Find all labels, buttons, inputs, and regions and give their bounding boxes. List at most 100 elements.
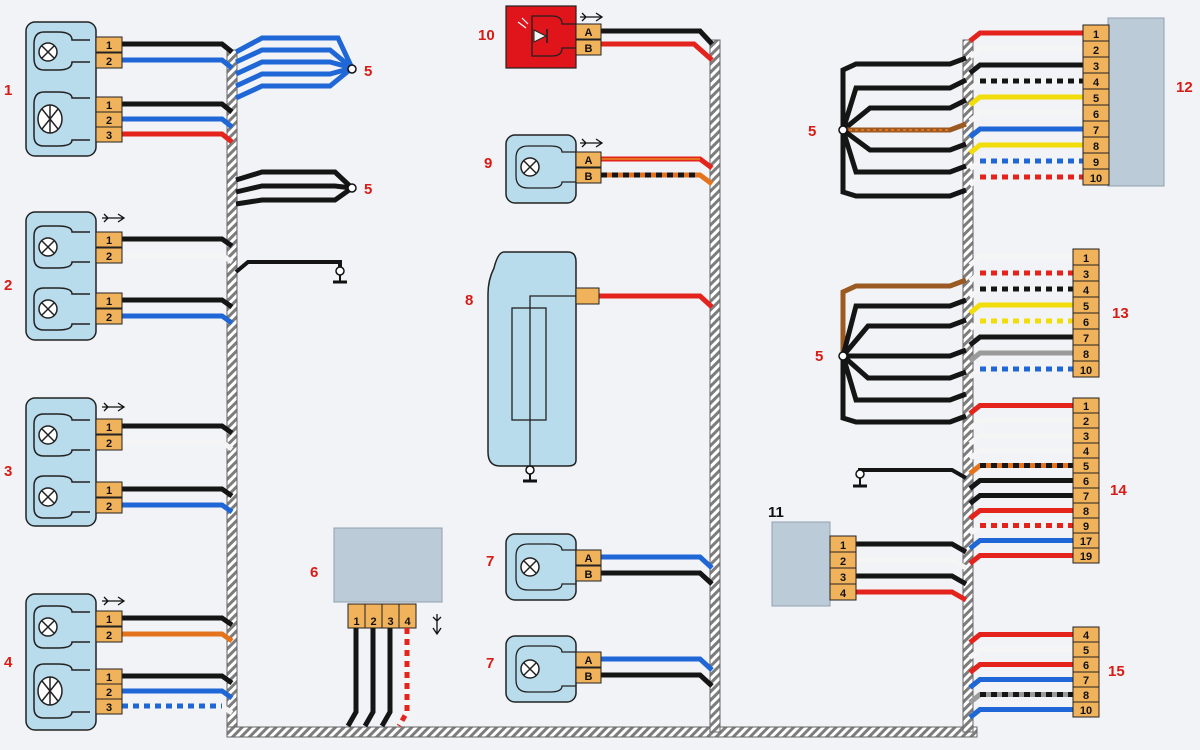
pin-label: 8 [1093, 141, 1099, 153]
pin-label: 2 [106, 312, 112, 324]
pin-label: 6 [1083, 660, 1089, 672]
connector-pin: 1 [95, 481, 123, 498]
pin-label: A [585, 655, 593, 667]
connector-pin: 1 [95, 610, 123, 627]
pin-label: 1 [1083, 401, 1089, 413]
module-6 [333, 527, 443, 603]
pin-label: A [585, 155, 593, 167]
splice-fan-second [235, 169, 354, 207]
pin-label: 1 [106, 296, 112, 308]
connector-pin: 2 [95, 626, 123, 643]
plug-arrow-icon [580, 12, 604, 22]
lamp-icon [38, 42, 58, 62]
label-2: 2 [4, 277, 12, 294]
pin-label: 1 [106, 100, 112, 112]
label-7a: 7 [486, 553, 494, 570]
pin-label: 3 [1083, 269, 1089, 281]
pin-label: 1 [106, 235, 112, 247]
pin-label: 4 [1083, 446, 1090, 458]
pin-label: A [585, 27, 593, 39]
module-11 [771, 521, 831, 607]
connector-pin: 4 [829, 583, 857, 601]
pin-label: 2 [106, 687, 112, 699]
pin-label: 2 [840, 556, 846, 568]
connector-pin: 2 [95, 497, 123, 514]
pin-label: 2 [1093, 45, 1099, 57]
device-7-lamp-a [505, 533, 577, 601]
pin-label: 4 [840, 588, 847, 600]
module-12 [1107, 17, 1165, 187]
component-labels: 1 2 3 4 5 5 5 5 6 7 7 8 9 10 11 12 13 14… [4, 27, 1193, 680]
pin-label: 8 [1083, 506, 1089, 518]
connector-pin: 1 [829, 535, 857, 553]
lamp-icon [38, 425, 58, 445]
pin-label: 3 [840, 572, 846, 584]
pin-label: 7 [1083, 333, 1089, 345]
ground-icon [853, 469, 867, 488]
pin-label: 6 [1083, 476, 1089, 488]
pin-label: 3 [387, 616, 393, 628]
device-2-lamps [25, 211, 97, 341]
pin-label: 1 [840, 540, 846, 552]
label-5-second: 5 [364, 181, 372, 198]
connector-pin-b: B [575, 565, 602, 582]
splice-icon [838, 125, 848, 135]
connector-pin: 3 [1082, 56, 1110, 74]
pin-label: 2 [106, 251, 112, 263]
connector-pin: 6 [1082, 104, 1110, 122]
pin-label: B [585, 569, 593, 581]
ground-icon [333, 266, 347, 284]
pin-label: B [585, 43, 593, 55]
pin-label: 1 [106, 614, 112, 626]
connector-pin: 6 [1072, 656, 1100, 673]
connector-pin: 10 [1082, 168, 1110, 186]
label-5-right-top: 5 [808, 123, 816, 140]
pin-label: 19 [1080, 551, 1092, 563]
connector-pin: 1 [95, 668, 123, 685]
connector-pin: 2 [95, 247, 123, 264]
splice-fan-top [234, 35, 355, 101]
connector-pin: 9 [1072, 517, 1100, 534]
connector-pin: 2 [1082, 40, 1110, 58]
pin-label: 2 [370, 616, 376, 628]
connector-pin: 2 [95, 111, 123, 128]
connector-pin: 3 [1072, 427, 1100, 444]
lamp-icon [520, 659, 540, 679]
connector-pin: 17 [1072, 532, 1100, 549]
connector-pin-a: A [575, 651, 602, 668]
label-13: 13 [1112, 305, 1129, 322]
label-15: 15 [1108, 663, 1125, 680]
pin-label: A [585, 553, 593, 565]
connector-pin: 2 [95, 683, 123, 700]
pin-label: 7 [1083, 491, 1089, 503]
splice-icon [347, 183, 357, 193]
lamp-icon [38, 487, 58, 507]
connector-pin: 7 [1072, 487, 1100, 504]
splice-fan-12 [840, 55, 968, 199]
connector-pin-b: B [575, 167, 602, 184]
connector-pin: 1 [95, 96, 123, 113]
pin-label: 8 [1083, 690, 1089, 702]
connector-pin: 2 [95, 308, 123, 325]
connector-pin [575, 287, 600, 305]
pin-label: 5 [1093, 93, 1099, 105]
plug-arrow-icon [432, 614, 442, 636]
connector-pin: 1 [95, 292, 123, 309]
plug-arrow-icon [102, 402, 126, 412]
pin-label: 9 [1083, 521, 1089, 533]
plug-arrow-icon [102, 213, 126, 223]
pin-label: 2 [106, 501, 112, 513]
label-8: 8 [465, 292, 473, 309]
connector-pin: 4 [398, 603, 417, 629]
label-5-top: 5 [364, 63, 372, 80]
device-4-headlamp [25, 593, 97, 731]
label-5-right-mid: 5 [815, 348, 823, 365]
connector-pin: 3 [95, 126, 123, 143]
connector-pin: 3 [381, 603, 400, 629]
device-7-lamp-b [505, 635, 577, 703]
pin-label: 1 [353, 616, 359, 628]
connector-pin: 1 [1072, 397, 1100, 414]
